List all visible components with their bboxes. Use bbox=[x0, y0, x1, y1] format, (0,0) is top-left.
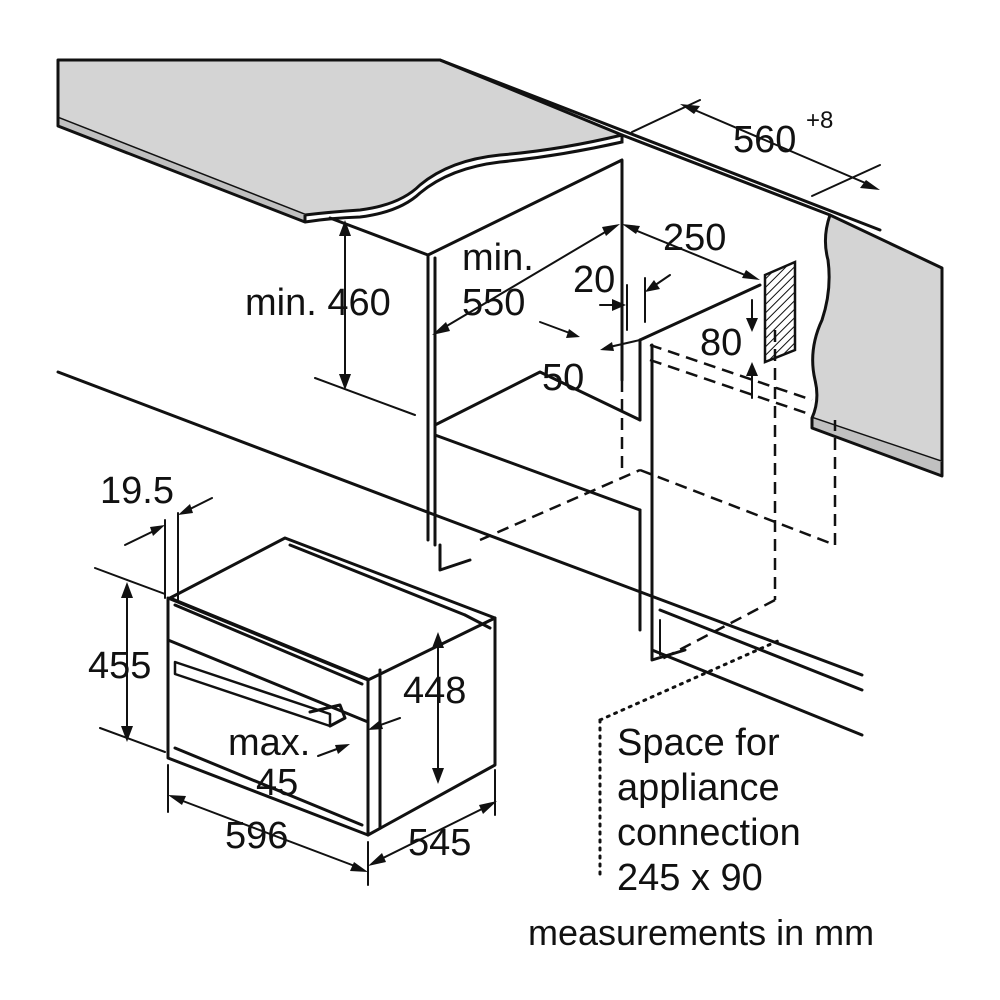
label-vent-width: 250 bbox=[663, 217, 726, 259]
label-niche-tolerance: +8 bbox=[806, 107, 833, 134]
label-niche-width: 560 bbox=[733, 119, 796, 161]
label-body-height: 448 bbox=[403, 670, 466, 712]
countertop-left bbox=[56, 58, 624, 224]
note-line-3: connection bbox=[617, 812, 801, 854]
note-line-2: appliance bbox=[617, 767, 780, 809]
oven bbox=[166, 536, 497, 837]
label-min-depth-line1: min. bbox=[462, 237, 534, 279]
label-gap: 20 bbox=[573, 259, 615, 301]
note-line-1: Space for bbox=[617, 722, 780, 764]
dimension-labels: 560 +8 250 min. 550 20 min. 460 80 50 19… bbox=[88, 107, 833, 864]
label-recess: 50 bbox=[542, 357, 584, 399]
label-front-height: 455 bbox=[88, 645, 151, 687]
label-vent-height: 80 bbox=[700, 322, 742, 364]
note-line-4: 245 x 90 bbox=[617, 857, 763, 899]
units-note: measurements in mm bbox=[528, 912, 874, 953]
connection-pointer bbox=[598, 638, 782, 882]
dimension-lines bbox=[94, 99, 881, 886]
label-depth: 545 bbox=[408, 822, 471, 864]
connection-note: Space for appliance connection 245 x 90 bbox=[617, 722, 801, 899]
countertop-right bbox=[810, 213, 944, 478]
vent-opening bbox=[763, 260, 797, 364]
hidden-lines bbox=[479, 330, 837, 662]
label-min-depth-line2: 550 bbox=[462, 282, 525, 324]
label-width: 596 bbox=[225, 815, 288, 857]
label-front-panel-depth: 19.5 bbox=[100, 470, 174, 512]
label-max-line1: max. bbox=[228, 722, 310, 764]
label-max-line2: 45 bbox=[256, 762, 298, 804]
label-min-height: min. 460 bbox=[245, 282, 391, 324]
